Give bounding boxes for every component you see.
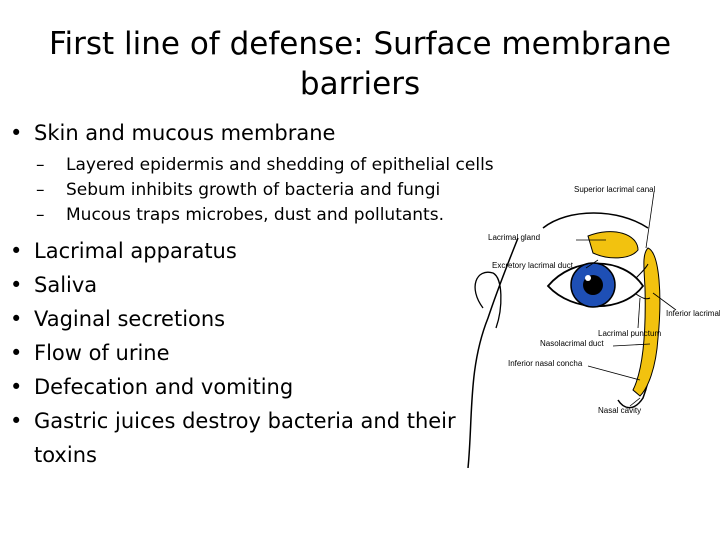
label-excretory-duct: Excretory lacrimal duct xyxy=(492,261,574,270)
sub-bullet-epidermis: – Layered epidermis and shedding of epit… xyxy=(10,154,500,176)
bullet-vaginal: Vaginal secretions xyxy=(10,302,500,336)
sub-bullet-mucous: – Mucous traps microbes, dust and pollut… xyxy=(10,204,500,226)
label-nasolacrimal-duct: Nasolacrimal duct xyxy=(540,339,604,348)
inferior-canal-line xyxy=(635,293,651,300)
sub-bullet-list: – Layered epidermis and shedding of epit… xyxy=(10,154,500,226)
bullet-urine: Flow of urine xyxy=(10,336,500,370)
dash-marker: – xyxy=(36,155,45,175)
nasolacrimal-duct-shape xyxy=(632,247,661,397)
label-nasal-cavity: Nasal cavity xyxy=(598,406,641,415)
eye-highlight xyxy=(585,275,591,281)
dash-marker: – xyxy=(36,180,45,200)
label-inferior-canal: Inferior lacrimal canal xyxy=(666,309,720,318)
label-punctum: Lacrimal punctum xyxy=(598,329,661,338)
label-lacrimal-gland: Lacrimal gland xyxy=(488,233,540,242)
ear-outline xyxy=(474,271,502,329)
leader-line xyxy=(637,297,641,329)
face-outline xyxy=(467,237,519,468)
bullet-lacrimal: Lacrimal apparatus xyxy=(10,234,500,268)
leader-line xyxy=(585,259,599,269)
bullet-saliva: Saliva xyxy=(10,268,500,302)
leader-line xyxy=(587,365,641,381)
leader-line xyxy=(645,191,655,249)
bullet-list: Skin and mucous membrane – Layered epide… xyxy=(10,116,500,472)
lacrimal-apparatus-figure: Superior lacrimal canal Lacrimal gland E… xyxy=(467,185,720,468)
leader-line xyxy=(612,343,651,347)
bullet-defecation: Defecation and vomiting xyxy=(10,370,500,404)
leader-line xyxy=(652,292,677,311)
bullet-skin: Skin and mucous membrane xyxy=(10,116,500,150)
sub-bullet-sebum: – Sebum inhibits growth of bacteria and … xyxy=(10,179,500,201)
label-inferior-concha: Inferior nasal concha xyxy=(508,359,583,368)
sub-bullet-text: Mucous traps microbes, dust and pollutan… xyxy=(66,205,444,225)
dash-marker: – xyxy=(36,205,45,225)
brow-line xyxy=(542,212,649,229)
leader-line xyxy=(629,397,641,407)
bullet-gastric: Gastric juices destroy bacteria and thei… xyxy=(10,404,500,472)
sub-bullet-text: Layered epidermis and shedding of epithe… xyxy=(66,155,494,175)
lacrimal-gland-shape xyxy=(587,231,639,259)
superior-canal-line xyxy=(635,263,649,279)
sub-bullet-text: Sebum inhibits growth of bacteria and fu… xyxy=(66,180,441,200)
slide-title: First line of defense: Surface membrane … xyxy=(48,26,672,102)
label-superior-canal: Superior lacrimal canal xyxy=(574,185,656,194)
